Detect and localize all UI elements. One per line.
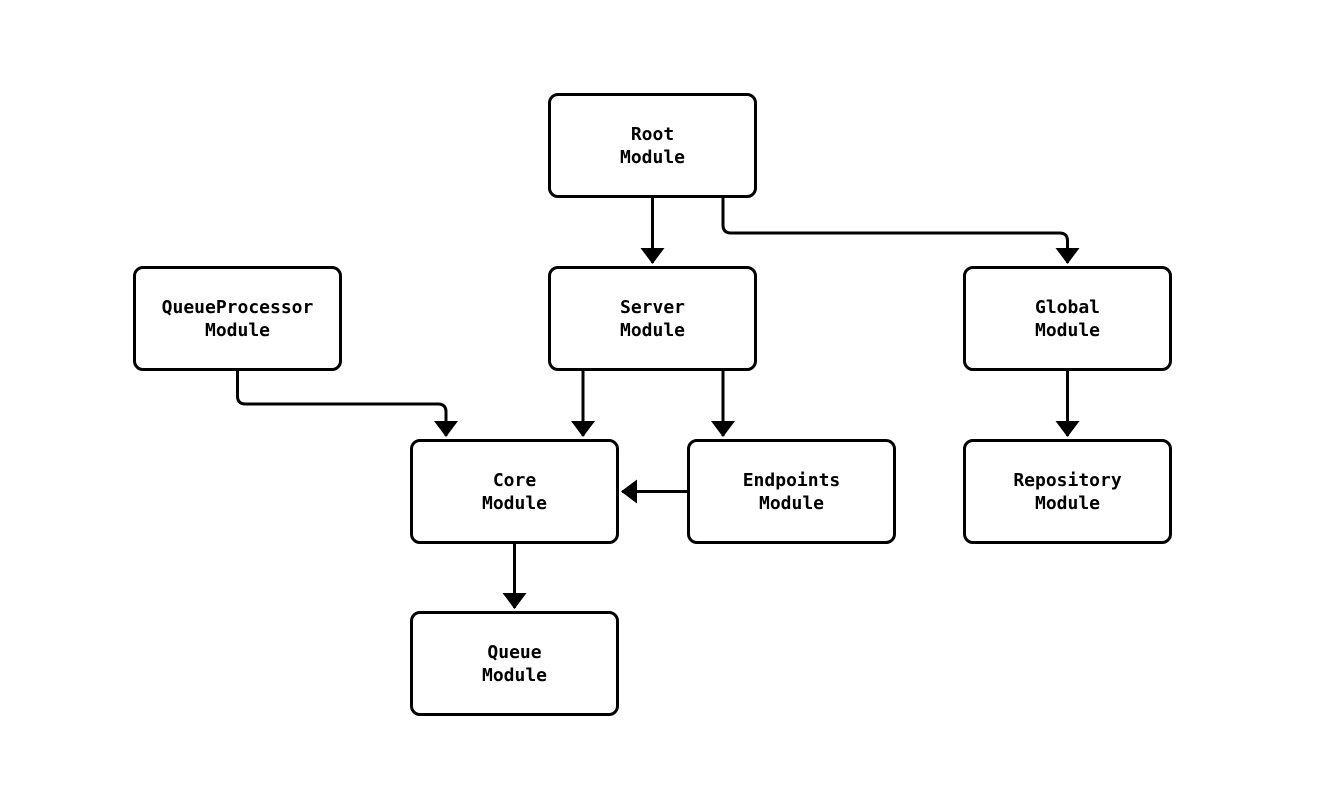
node-label-line: Core [492,469,537,491]
node-label-line: Module [481,664,548,686]
node-label-line: Module [1034,319,1101,341]
node-label-line: Module [204,319,271,341]
node-label-line: Module [481,492,548,514]
node-label-line: Module [1034,492,1101,514]
node-label-line: Server [619,296,686,318]
node-label-line: Global [1034,296,1101,318]
node-global-module: Global Module [963,266,1172,371]
node-server-module: Server Module [548,266,757,371]
node-label-line: Module [619,146,686,168]
node-root-module: Root Module [548,93,757,198]
node-label-line: Module [758,492,825,514]
edge-queueprocessor-module-to-core-module [236,371,458,437]
edge-root-module-to-global-module [721,198,1080,264]
node-repository-module: Repository Module [963,439,1172,544]
node-endpoints-module: Endpoints Module [687,439,896,544]
node-queueprocessor-module: QueueProcessor Module [133,266,342,371]
node-label-line: QueueProcessor [161,296,314,318]
node-label-line: Repository [1013,469,1122,491]
node-label-line: Module [619,319,686,341]
node-label-line: Root [630,123,675,145]
node-label-line: Queue [487,641,542,663]
node-label-line: Endpoints [742,469,841,491]
node-queue-module: Queue Module [410,611,619,716]
node-core-module: Core Module [410,439,619,544]
